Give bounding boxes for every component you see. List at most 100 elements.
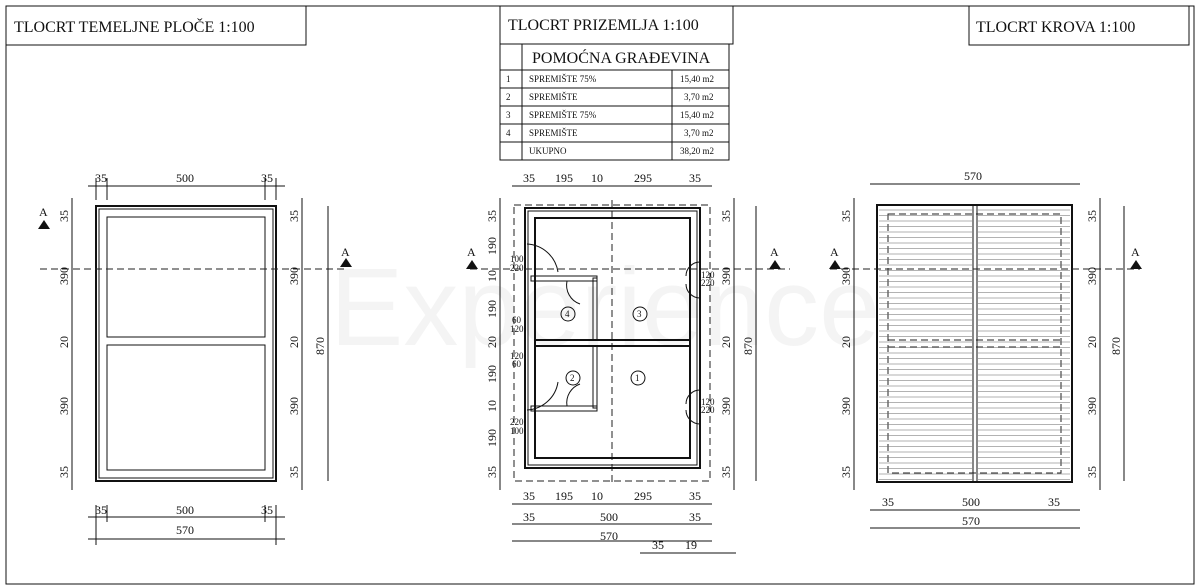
roof-plan: A A 570 35 500 35 570 35 390 20 390 35 3… xyxy=(829,169,1142,529)
dim-label: 195 xyxy=(555,171,573,185)
opening-label: 220 xyxy=(701,405,715,415)
opening-label: 120 xyxy=(510,324,524,334)
section-arrow-icon xyxy=(38,220,50,229)
dim-label: 35 xyxy=(261,171,273,185)
dim-label: 35 xyxy=(57,466,71,478)
dim-label: 295 xyxy=(634,171,652,185)
dim-label: 390 xyxy=(1085,267,1099,285)
dim-label: 35 xyxy=(1085,210,1099,222)
dim-label: 35 xyxy=(287,466,301,478)
opening-label: 100 xyxy=(510,426,524,436)
window-swing-icon xyxy=(685,261,701,299)
room-label-4: 4 xyxy=(560,306,576,322)
row-name: UKUPNO xyxy=(529,146,567,156)
dim-label: 35 xyxy=(689,489,701,503)
dim-label: 390 xyxy=(719,397,733,415)
row-area: 3,70 m2 xyxy=(684,128,714,138)
section-arrow-icon xyxy=(769,260,781,269)
dim-label: 10 xyxy=(591,171,603,185)
dim-label: 35 xyxy=(287,210,301,222)
dim-label: 35 xyxy=(95,503,107,517)
dim-label: 390 xyxy=(287,397,301,415)
door-swing-icon xyxy=(566,383,581,407)
dim-label: 295 xyxy=(634,489,652,503)
foundation-plan: A A 35 500 35 35 500 35 570 35 390 20 39… xyxy=(38,171,352,545)
dim-label: 500 xyxy=(176,503,194,517)
dim-label: 35 xyxy=(1085,466,1099,478)
dim-label: 870 xyxy=(313,337,327,355)
title-box-roof xyxy=(968,5,1190,46)
svg-text:4: 4 xyxy=(565,309,570,319)
ground-floor-plan: A A 4 3 2 1 100 220 60 120 120 60 220 10… xyxy=(466,171,790,554)
table-row: 2 SPREMIŠTE 3,70 m2 xyxy=(506,92,714,102)
dim-label: 20 xyxy=(1085,336,1099,348)
opening-label: 120 xyxy=(701,397,715,407)
dim-label: 35 xyxy=(839,466,853,478)
row-number: 1 xyxy=(506,74,511,84)
dim-label: 500 xyxy=(962,495,980,509)
row-name: SPREMIŠTE 75% xyxy=(529,110,597,120)
dim-label: 500 xyxy=(600,510,618,524)
dim-label: 35 xyxy=(57,210,71,222)
dim-label: 35 xyxy=(689,510,701,524)
dim-label: 390 xyxy=(839,397,853,415)
row-number: 2 xyxy=(506,92,511,102)
dim-label: 10 xyxy=(485,400,499,412)
dim-label: 35 xyxy=(523,171,535,185)
dim-label: 570 xyxy=(176,523,194,537)
door-swing-icon xyxy=(566,280,581,305)
table-row: 1 SPREMIŠTE 75% 15,40 m2 xyxy=(506,74,714,84)
svg-text:3: 3 xyxy=(637,309,642,319)
opening-label: 60 xyxy=(512,315,522,325)
dim-label: 35 xyxy=(523,510,535,524)
dim-label: 20 xyxy=(719,336,733,348)
title-foundation: TLOCRT TEMELJNE PLOČE 1:100 xyxy=(14,17,255,36)
row-name: SPREMIŠTE 75% xyxy=(529,74,597,84)
dim-label: 35 xyxy=(652,538,664,552)
dim-label: 20 xyxy=(57,336,71,348)
opening-label: 120 xyxy=(701,270,715,280)
dim-label: 390 xyxy=(57,397,71,415)
dim-label: 190 xyxy=(485,237,499,255)
dim-label: 190 xyxy=(485,429,499,447)
dim-label: 20 xyxy=(287,336,301,348)
room-label-3: 3 xyxy=(632,306,648,322)
opening-label: 220 xyxy=(510,417,524,427)
section-label: A xyxy=(341,245,350,259)
row-area: 38,20 m2 xyxy=(680,146,714,156)
dim-label: 20 xyxy=(485,336,499,348)
title-ground-floor: TLOCRT PRIZEMLJA 1:100 xyxy=(508,17,699,34)
opening-label: 100 xyxy=(510,254,524,264)
door-swing-icon xyxy=(526,381,559,411)
section-label: A xyxy=(770,245,779,259)
row-number: 3 xyxy=(506,110,511,120)
dim-label: 390 xyxy=(719,267,733,285)
section-arrow-icon xyxy=(340,258,352,267)
svg-text:2: 2 xyxy=(570,373,575,383)
dim-label: 390 xyxy=(1085,397,1099,415)
dim-label: 570 xyxy=(600,529,618,543)
row-number: 4 xyxy=(506,128,511,138)
section-arrow-icon xyxy=(829,260,841,269)
dim-label: 35 xyxy=(95,171,107,185)
row-area: 3,70 m2 xyxy=(684,92,714,102)
dim-label: 390 xyxy=(57,267,71,285)
dim-label: 35 xyxy=(261,503,273,517)
dim-label: 35 xyxy=(485,466,499,478)
dim-label: 10 xyxy=(591,489,603,503)
dim-label: 35 xyxy=(719,466,733,478)
title-box-foundation xyxy=(5,5,307,46)
dim-label: 35 xyxy=(485,210,499,222)
dim-label: 10 xyxy=(485,270,499,282)
dim-label: 19 xyxy=(685,538,697,552)
row-area: 15,40 m2 xyxy=(680,74,714,84)
dim-label: 20 xyxy=(839,336,853,348)
dim-label: 35 xyxy=(882,495,894,509)
dim-label: 190 xyxy=(485,365,499,383)
section-label: A xyxy=(467,245,476,259)
section-arrow-icon xyxy=(466,260,478,269)
dim-label: 35 xyxy=(1048,495,1060,509)
opening-label: 60 xyxy=(512,359,522,369)
table-row: 4 SPREMIŠTE 3,70 m2 xyxy=(506,128,714,138)
